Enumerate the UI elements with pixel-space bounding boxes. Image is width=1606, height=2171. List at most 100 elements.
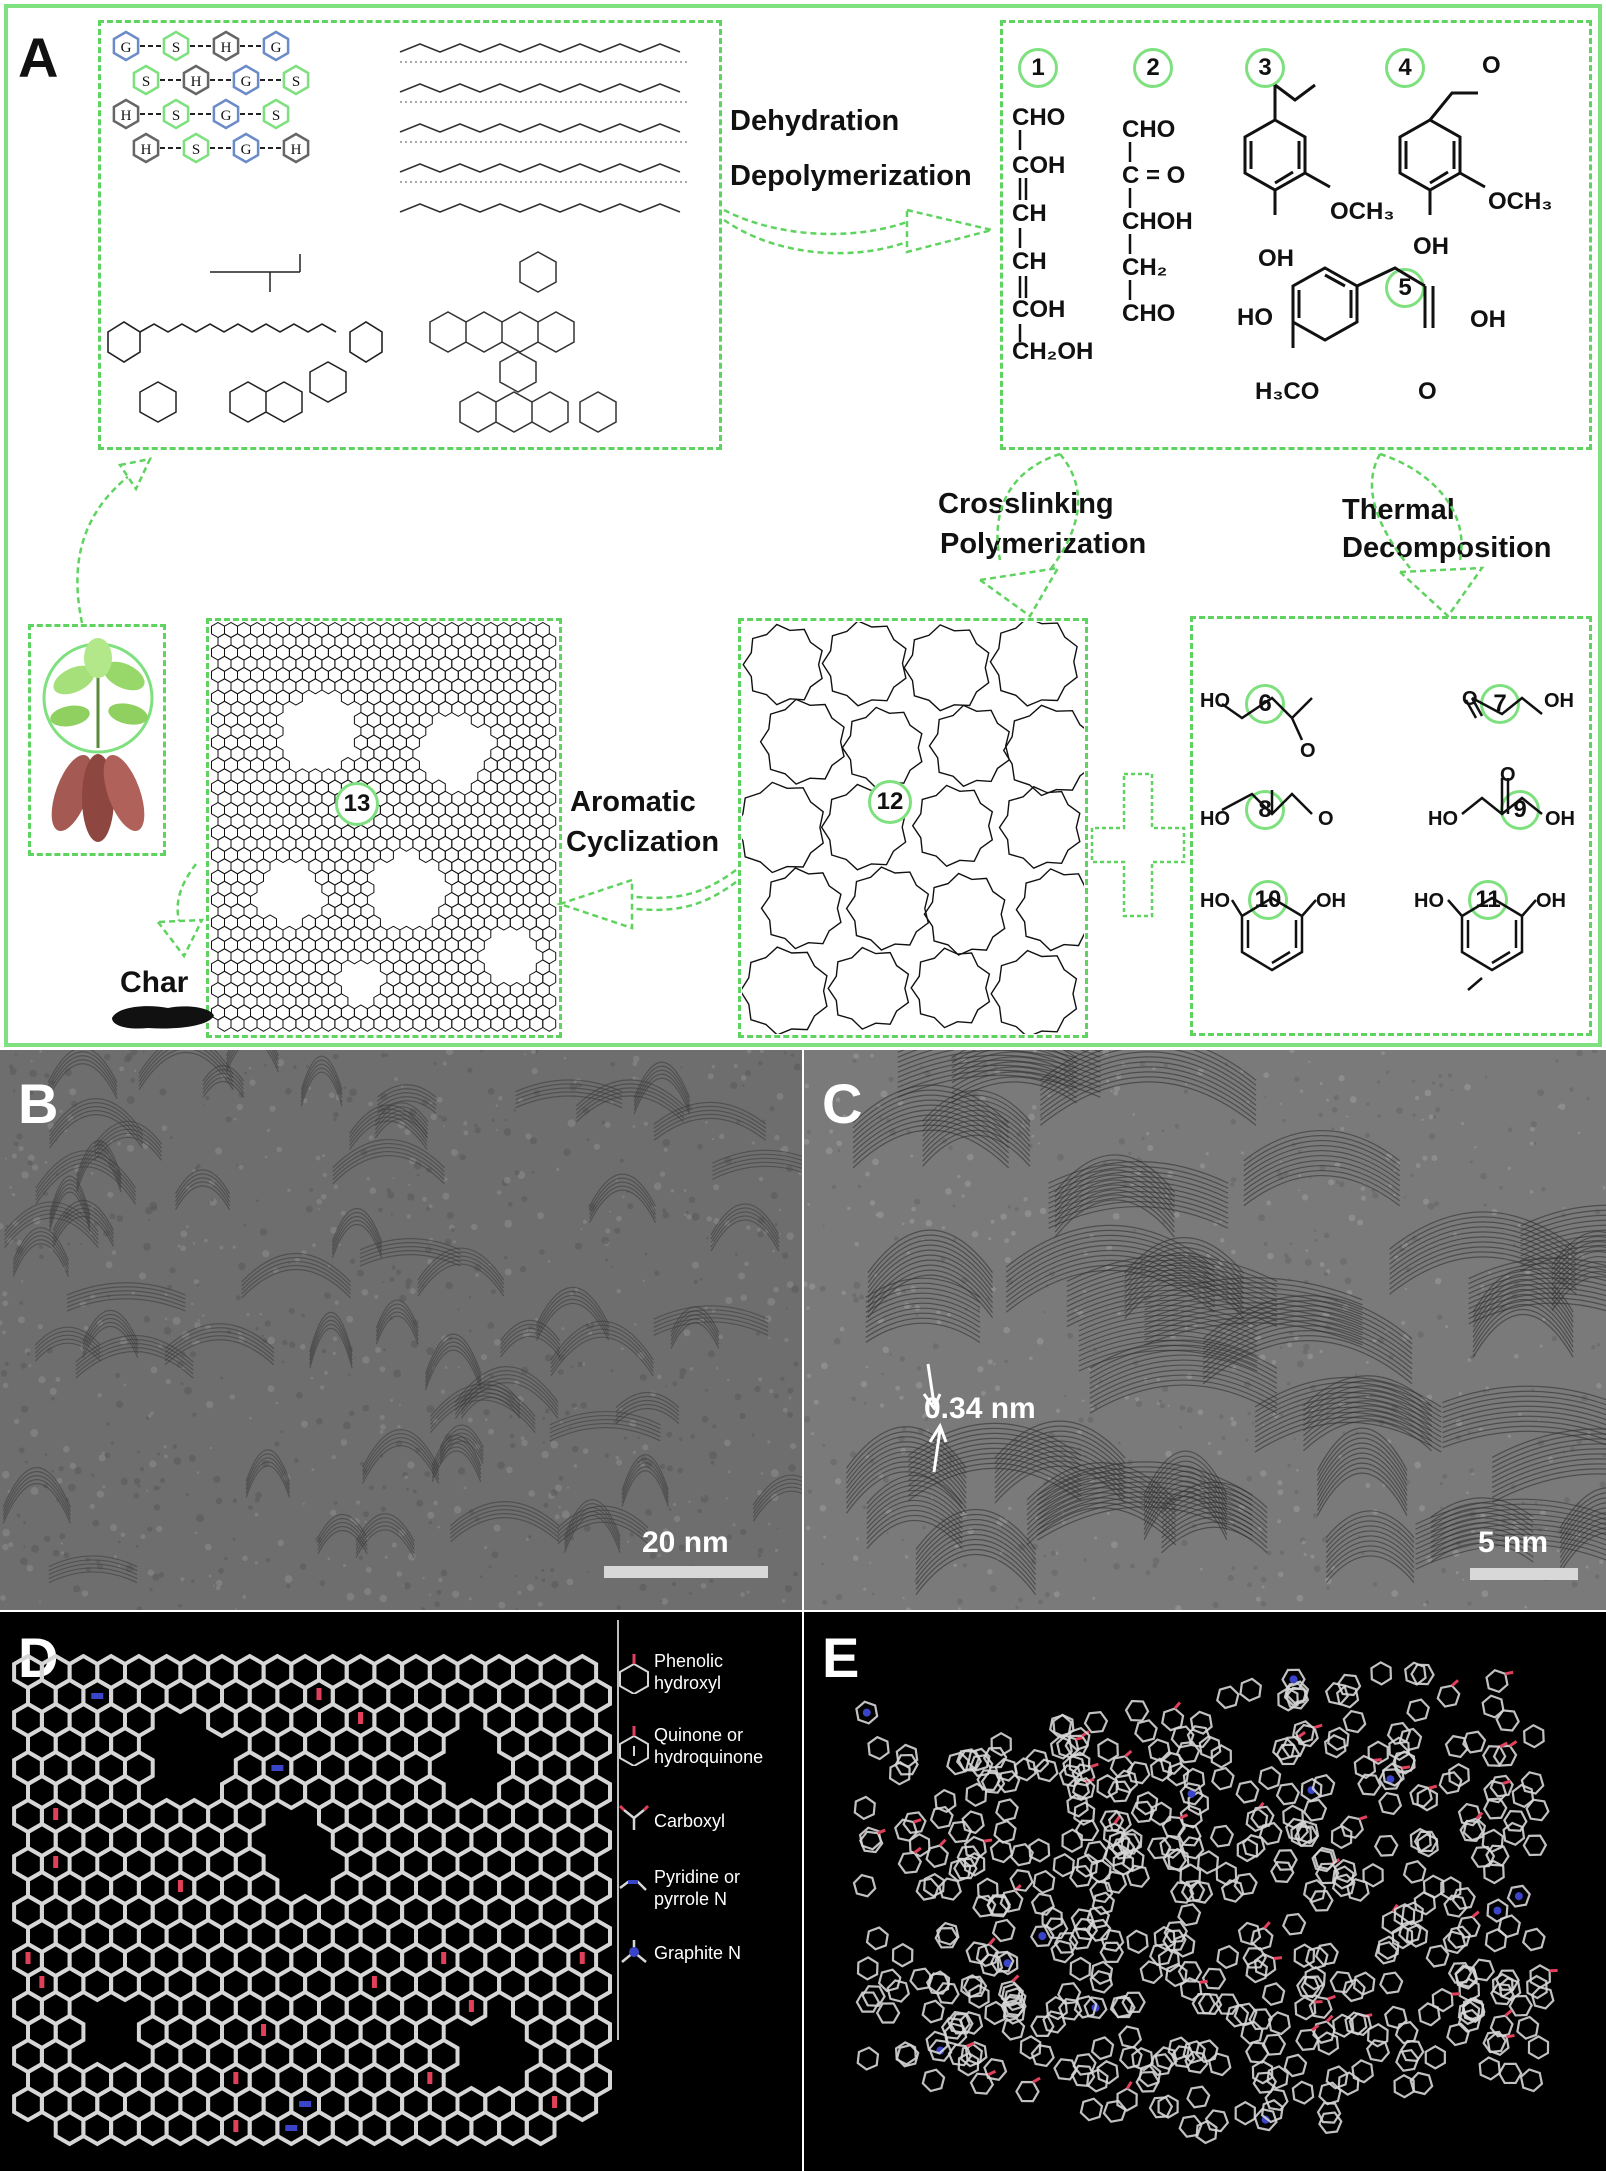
aromatic-ring	[373, 1015, 388, 1032]
carbon-ring	[1308, 1995, 1333, 2019]
aromatic-ring	[509, 914, 524, 931]
nitrogen-site	[936, 2046, 945, 2055]
carbon-ring	[1398, 1727, 1423, 1752]
carbon-ring	[1182, 1767, 1206, 1792]
carbon-ring	[1110, 1837, 1136, 1860]
carbon-ring	[1149, 1757, 1173, 1782]
carbon-ring	[1521, 1927, 1546, 1952]
carbon-ring	[1102, 1822, 1125, 1847]
c11-oh: OH	[1536, 890, 1566, 912]
carbon-ring	[1099, 1941, 1125, 1963]
c2-line-1: CHO	[1122, 116, 1176, 143]
carbon-ring	[984, 2000, 1007, 2026]
amino-acid	[210, 254, 301, 292]
carbon-ring	[1294, 1995, 1317, 2021]
aromatic-ring	[282, 1015, 297, 1032]
carbon-model-2d	[12, 1653, 612, 2147]
flavonoid-glycoside	[139, 361, 347, 423]
carbon-ring	[1295, 2028, 1320, 2052]
scale-bar-c	[1470, 1568, 1578, 1580]
legend-carboxyl-icon	[618, 1804, 650, 1830]
carbon-ring	[1502, 1821, 1526, 1847]
carbon-ring	[566, 2085, 599, 2123]
polymer-cell	[923, 872, 1006, 956]
c11-ho: HO	[1414, 890, 1444, 912]
carbon-ring	[109, 2109, 141, 2147]
svg-text:H: H	[191, 74, 202, 90]
carbon-ring	[1072, 2053, 1097, 2076]
carbon-ring	[1481, 1694, 1505, 1719]
legend-quinone: Quinone or hydroquinone	[654, 1725, 764, 1767]
carbon-ring	[1275, 1743, 1301, 1766]
carbon-ring	[1325, 2065, 1349, 2090]
carbon-ring	[1245, 2041, 1270, 2064]
aromatic-ring	[276, 846, 290, 864]
carbon-ring	[969, 1754, 994, 1777]
oxygen-group	[1506, 2033, 1515, 2039]
oxygen-group	[913, 1818, 922, 1824]
carbon-ring	[894, 2041, 917, 2066]
carbon-ring	[1314, 1942, 1339, 1966]
carbon-ring	[895, 2043, 920, 2068]
carbon-ring	[1096, 2060, 1119, 2085]
oxygen-group	[1179, 1813, 1189, 1820]
carbon-ring	[1003, 1987, 1027, 2012]
carbon-ring	[1083, 1840, 1108, 1864]
polymer-cell	[998, 785, 1081, 870]
carbon-ring	[1180, 1879, 1206, 1903]
aromatic-ring	[386, 1015, 401, 1032]
oxygen-group	[1173, 1701, 1182, 1710]
carbon-ring	[1147, 1738, 1172, 1763]
carbon-ring	[1331, 1873, 1356, 1898]
carbon-ring	[1107, 1780, 1132, 1803]
carbon-ring	[1090, 1960, 1114, 1985]
carbon-ring	[1161, 1707, 1185, 1732]
svg-text:S: S	[172, 40, 180, 56]
carbon-ring	[1379, 1971, 1404, 1995]
lignin-unit: G	[232, 132, 260, 164]
carbon-ring	[861, 1985, 886, 2007]
aromatic-ring	[464, 1015, 479, 1032]
svg-text:H: H	[291, 142, 302, 158]
plus-sign	[1090, 772, 1186, 918]
compound-number-2: 2	[1133, 48, 1173, 88]
oxygen-group	[1499, 1741, 1508, 1749]
carbon-ring	[1486, 1898, 1509, 1923]
oxygen-group	[938, 1838, 947, 1847]
carbon-ring	[1069, 1864, 1094, 1888]
svg-text:S: S	[292, 74, 300, 90]
carbon-ring	[455, 1989, 488, 2027]
aromatic-ring	[243, 1015, 258, 1032]
oxygen-group	[1090, 1762, 1099, 1769]
carbon-ring	[1207, 2052, 1232, 2077]
lignin-unit: G	[112, 30, 140, 62]
carbon-ring	[109, 1965, 141, 2003]
carbon-ring	[1097, 1737, 1119, 1763]
nitrogen-site	[1514, 1892, 1523, 1901]
carbon-ring	[1448, 1762, 1470, 1788]
carbon-ring	[1503, 1809, 1528, 1832]
carbon-ring	[12, 2085, 44, 2123]
carbon-ring	[1309, 1889, 1334, 1912]
carbon-ring	[1118, 2025, 1143, 2049]
carbon-ring	[867, 1735, 890, 1761]
carbon-ring	[1409, 1827, 1432, 1853]
carbon-ring	[1370, 1661, 1393, 1686]
oxygen-group	[1373, 1758, 1382, 1762]
panel-a-frame	[4, 4, 1602, 1047]
carbon-ring	[1030, 2015, 1055, 2037]
carbon-ring	[915, 1877, 940, 1901]
carbon-ring	[1416, 1833, 1439, 1858]
carbon-ring	[1058, 1997, 1083, 2021]
crosslinked-polymer-network	[742, 622, 1084, 1034]
carbon-ring	[1530, 1985, 1555, 2010]
carbon-ring	[1215, 1861, 1238, 1887]
carbon-ring	[1332, 2013, 1355, 2038]
carbon-ring	[1523, 1723, 1545, 1749]
c9-oh: OH	[1545, 808, 1575, 830]
c7-o: O	[1462, 688, 1478, 710]
carbon-ring	[1236, 1837, 1259, 1863]
carbon-model-3d	[852, 1661, 1558, 2145]
carbon-ring	[995, 1798, 1019, 1822]
